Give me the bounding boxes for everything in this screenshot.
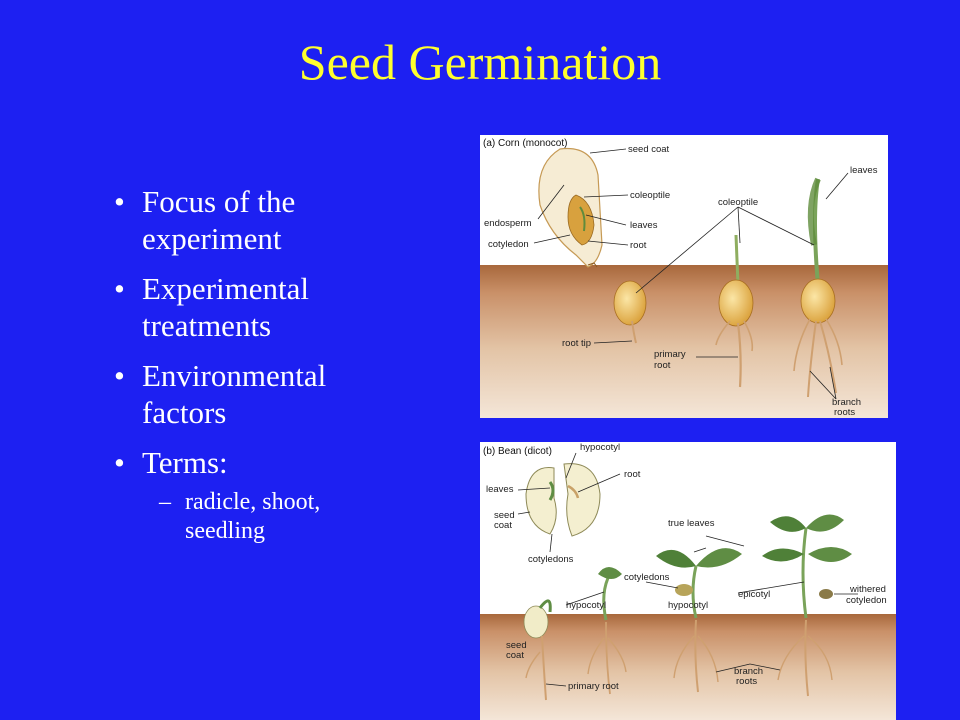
bean-leaf-lower-right: [808, 547, 852, 562]
label-root: root: [630, 240, 647, 251]
label-primary-root: primary root: [568, 681, 619, 692]
corn-seed-stage-3: [800, 278, 836, 324]
bullet-text: Focus of the experiment: [142, 184, 296, 256]
bean-leaves-stage-2: [598, 567, 622, 579]
corn-embryo: [567, 194, 595, 246]
bean-diagram: (b) Bean (dicot) hypocotyl root leaves s…: [480, 442, 896, 720]
corn-seed-stage-2: [718, 279, 754, 327]
corn-seed-stage-1: [613, 280, 647, 326]
bean-true-leaf-right: [696, 548, 742, 568]
label-cotyledons: cotyledons: [528, 554, 574, 565]
bean-true-leaf-left: [656, 549, 696, 568]
label-cotyledons-2: cotyledons: [624, 572, 670, 583]
bullet-dot: •: [114, 184, 125, 219]
label-endosperm: endosperm: [484, 218, 532, 229]
corn-diagram: (a) Corn (monocot) seed coat endosperm c…: [480, 138, 888, 418]
corn-embryo-shoot: [579, 206, 586, 232]
bean-embryo-root: [567, 484, 580, 499]
label-primary: primary: [654, 349, 686, 360]
bean-leaf-upper-left: [770, 516, 806, 532]
bullet-dot: •: [114, 358, 125, 393]
label-coat-2: coat: [506, 650, 524, 661]
label-branch: branch: [832, 397, 861, 408]
bean-germination-figure: (b) Bean (dicot) hypocotyl root leaves s…: [480, 442, 896, 720]
bullet-item-factors: • Environmental factors: [112, 357, 372, 431]
label-cotyledon: cotyledon: [488, 239, 529, 250]
label-root: root: [624, 469, 641, 480]
figure-b-heading: (b) Bean (dicot): [483, 446, 552, 457]
bean-cotyledon-right: [563, 463, 601, 537]
bullet-dot: •: [114, 271, 125, 306]
bean-withered-cotyledon: [819, 589, 833, 599]
bean-seed-stage-1: [523, 605, 549, 639]
bean-hypocotyl-stage-2: [602, 573, 612, 621]
bean-cotyledon-left: [525, 467, 557, 535]
sub-bullet-item-terms: –radicle, shoot, seedling: [112, 488, 372, 546]
label-leaves: leaves: [630, 220, 658, 231]
label-withered-cotyledon: cotyledon: [846, 595, 887, 606]
bullet-text: Terms:: [142, 445, 228, 480]
sub-bullet-text: radicle, shoot, seedling: [185, 489, 321, 544]
bullet-text: Experimental treatments: [142, 271, 309, 343]
corn-germination-figure: (a) Corn (monocot) seed coat endosperm c…: [480, 135, 888, 418]
bullet-item-terms: • Terms:: [112, 444, 372, 481]
bullet-dot: •: [114, 445, 125, 480]
label-primary-root: root: [654, 360, 671, 371]
bullet-text: Environmental factors: [142, 358, 327, 430]
label-true-leaves: true leaves: [668, 518, 715, 529]
figure-a-heading: (a) Corn (monocot): [483, 138, 567, 149]
slide-title: Seed Germination: [298, 34, 662, 90]
label-hypocotyl-2: hypocotyl: [668, 600, 708, 611]
bean-leaf-upper-right: [806, 514, 844, 532]
label-root-tip: root tip: [562, 338, 591, 349]
label-coleoptile: coleoptile: [630, 190, 670, 201]
label-withered: withered: [849, 584, 886, 595]
label-branch: branch: [734, 666, 763, 677]
label-seed-coat: seed coat: [628, 144, 670, 155]
bullet-list: • Focus of the experiment • Experimental t…: [112, 183, 372, 546]
label-hypocotyl-1: hypocotyl: [566, 600, 606, 611]
bean-primary-root: [541, 635, 547, 701]
corn-root-tip: [631, 320, 637, 344]
bean-leaf-lower-left: [762, 548, 804, 562]
label-epicotyl: epicotyl: [738, 589, 770, 600]
bean-embryo-leaves: [548, 481, 555, 501]
bullet-item-treatments: • Experimental treatments: [112, 270, 372, 344]
label-seed-2: seed: [506, 640, 527, 651]
label-coleoptile-2: coleoptile: [718, 197, 758, 208]
label-seed: seed: [494, 510, 515, 521]
label-hypocotyl-top: hypocotyl: [580, 442, 620, 453]
bullet-item-focus: • Focus of the experiment: [112, 183, 372, 257]
sub-bullet-dash: –: [159, 489, 171, 515]
bean-cotyledons-stage-3: [675, 584, 693, 596]
label-leaves: leaves: [486, 484, 514, 495]
soil-layer: [480, 614, 896, 720]
label-branch-roots: roots: [834, 407, 855, 418]
label-branch-roots: roots: [736, 676, 757, 687]
label-coat: coat: [494, 520, 512, 531]
corn-coleoptile-stage-2: [734, 234, 740, 286]
label-leaves-2: leaves: [850, 165, 878, 176]
